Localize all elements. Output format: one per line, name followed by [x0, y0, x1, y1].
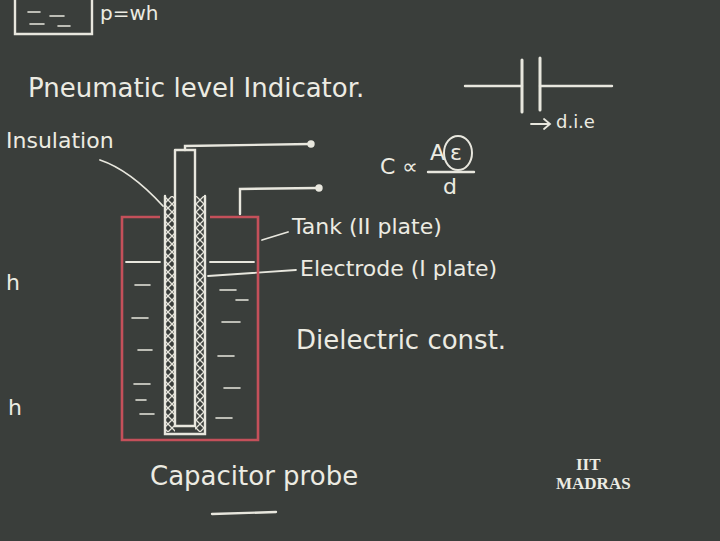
watermark: MADRAS [556, 474, 631, 494]
part-label: Dielectric const. [296, 326, 506, 356]
insulation-hatch [165, 196, 175, 432]
dimension-label: h [6, 270, 20, 295]
leader-line [262, 232, 288, 240]
terminal-dot [317, 186, 322, 191]
formula-text: d [443, 174, 457, 199]
epsilon-circle [444, 136, 472, 170]
insulation-hatch [195, 196, 205, 432]
electrode-rod [175, 150, 195, 426]
part-label: d.i.e [556, 112, 595, 133]
terminal-dot [309, 142, 314, 147]
dielectric-arrow [531, 119, 550, 129]
caption-underline [212, 512, 276, 514]
formula-text: A [430, 140, 445, 165]
part-label: Tank (II plate) [292, 214, 442, 239]
fraction-bar [428, 171, 474, 173]
board-heading: Pneumatic level Indicator. [28, 74, 364, 104]
watermark: IIT [576, 455, 601, 475]
dimension-label: h [8, 395, 22, 420]
leader-line [100, 160, 163, 206]
tank-outline [122, 217, 258, 440]
partial-box [15, 0, 92, 34]
tank-wire [240, 188, 318, 214]
liquid-dashes [132, 285, 248, 418]
insulation-sleeve [165, 196, 205, 434]
box-dashes [28, 12, 70, 26]
formula-text: p=wh [100, 2, 159, 25]
electrode-wire [185, 144, 310, 150]
figure-caption: Capacitor probe [150, 462, 358, 492]
formula-text: ε [450, 140, 462, 165]
capacitor-plate [522, 58, 540, 112]
leader-line [208, 270, 296, 276]
part-label: Electrode (I plate) [300, 256, 497, 281]
part-label: Insulation [6, 128, 114, 153]
formula-text: C ∝ [380, 154, 418, 179]
liquid-level [126, 261, 254, 263]
